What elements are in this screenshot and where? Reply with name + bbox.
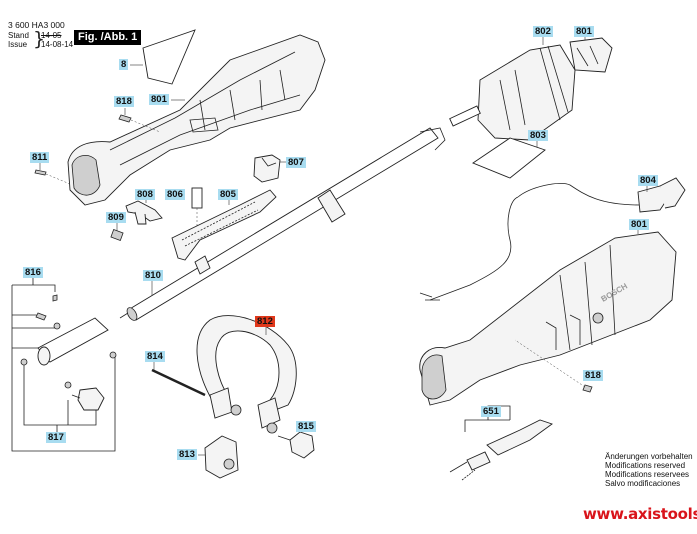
part-651-clip-set bbox=[449, 405, 553, 481]
label-part-8: 8 bbox=[119, 59, 129, 70]
issue-label: Issue bbox=[8, 40, 28, 49]
part-815-knob bbox=[277, 428, 315, 459]
stand-date: 14-05 bbox=[41, 31, 62, 40]
label-part-814: 814 bbox=[145, 351, 165, 362]
part-813-clamp bbox=[198, 435, 239, 479]
part-801-housing-half bbox=[67, 34, 326, 206]
part-808-trigger bbox=[125, 196, 163, 225]
part-818-screw-right bbox=[514, 339, 593, 393]
part-805-switch-lever bbox=[171, 189, 277, 261]
label-part-801-cover: 801 bbox=[629, 219, 649, 230]
label-part-811: 811 bbox=[30, 152, 50, 163]
label-part-803: 803 bbox=[528, 130, 548, 141]
label-part-815: 815 bbox=[296, 421, 316, 432]
label-part-807: 807 bbox=[286, 157, 306, 168]
part-802-motor bbox=[449, 37, 576, 141]
figure-title: Fig. /Abb. 1 bbox=[74, 30, 142, 45]
part-8-label-plate bbox=[130, 29, 196, 85]
label-part-813: 813 bbox=[177, 449, 197, 460]
stand-label: Stand bbox=[8, 31, 29, 40]
part-812-loop-handle bbox=[196, 315, 297, 434]
part-803-circuit-board bbox=[472, 137, 546, 179]
part-814-bolt bbox=[151, 362, 206, 397]
document-number: 3 600 HA3 000 bbox=[8, 20, 65, 30]
label-part-802: 802 bbox=[533, 26, 553, 37]
part-807-clip bbox=[253, 154, 287, 183]
notice-line-fr: Modifications reservees bbox=[605, 470, 690, 479]
label-part-816: 816 bbox=[23, 267, 43, 278]
notice-line-en: Modifications reserved bbox=[605, 461, 686, 470]
label-part-812-highlighted: 812 bbox=[255, 316, 275, 327]
label-part-801-housing: 801 bbox=[149, 94, 169, 105]
part-804-power-cable bbox=[419, 177, 686, 301]
label-part-805: 805 bbox=[218, 189, 238, 200]
label-part-818-left: 818 bbox=[114, 96, 134, 107]
website-watermark: www.axistools.ru bbox=[583, 505, 697, 523]
part-818-screw bbox=[118, 108, 161, 133]
notice-line-de: Änderungen vorbehalten bbox=[605, 452, 693, 461]
issue-date: 14-08-14 bbox=[41, 40, 74, 49]
label-part-804: 804 bbox=[638, 175, 658, 186]
label-part-808: 808 bbox=[135, 189, 155, 200]
modification-notice: Änderungen vorbehalten Modifications res… bbox=[605, 452, 693, 488]
part-810-shaft-tube bbox=[119, 127, 446, 321]
label-part-806: 806 bbox=[165, 189, 185, 200]
part-811-screw bbox=[34, 163, 71, 185]
label-part-801-switch-cover: 801 bbox=[574, 26, 594, 37]
label-part-810: 810 bbox=[143, 270, 163, 281]
part-801-switch-cover bbox=[569, 37, 613, 73]
part-806-spring bbox=[191, 187, 203, 230]
label-part-818-right: 818 bbox=[583, 370, 603, 381]
part-809-spring bbox=[110, 223, 124, 241]
label-part-809: 809 bbox=[106, 212, 126, 223]
notice-line-es: Salvo modificaciones bbox=[605, 479, 681, 488]
brace-symbol: } bbox=[33, 28, 46, 50]
part-816-817-adapter bbox=[11, 278, 117, 452]
label-part-651: 651 bbox=[481, 406, 501, 417]
label-part-817: 817 bbox=[46, 432, 66, 443]
part-801-main-cover: BOSCH bbox=[419, 230, 677, 406]
